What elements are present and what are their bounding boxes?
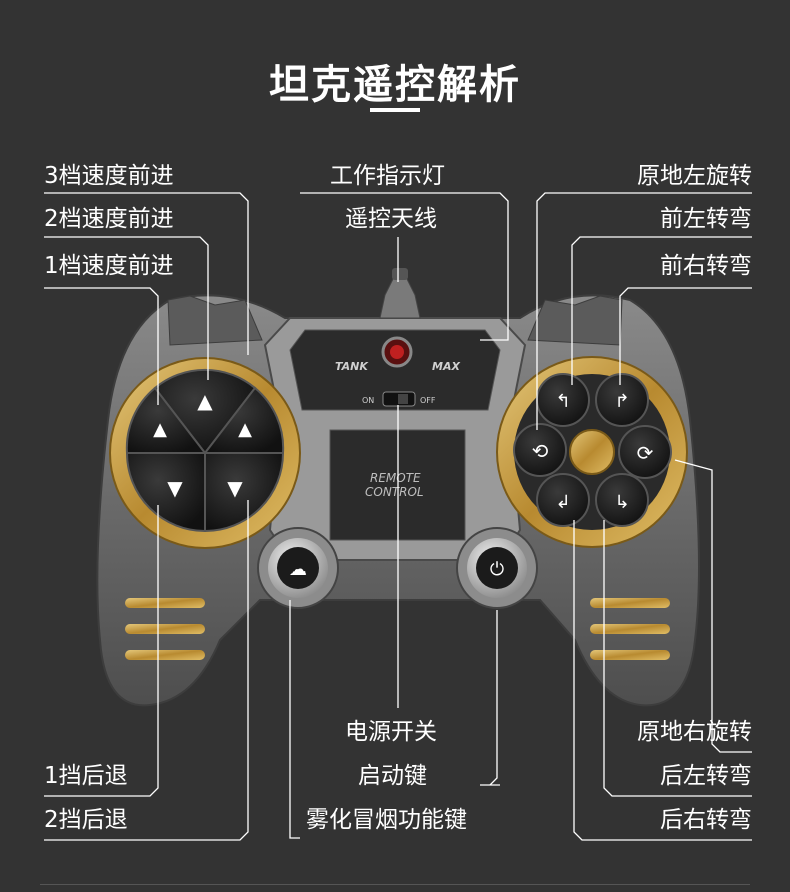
brand-right: MAX (432, 360, 460, 373)
reverse2-button (204, 452, 285, 533)
turn-right-arrow-icon: ↱ (614, 391, 629, 412)
back-left-button (536, 473, 590, 527)
smoke-icon: ☁ (289, 559, 307, 580)
bottom-divider (40, 884, 750, 885)
back-left-arrow-icon: ↲ (555, 492, 570, 513)
page-title: 坦克遥控解析 (269, 62, 521, 108)
label-speed3-forward: 3档速度前进 (44, 163, 174, 189)
right-dpad: ↰ ↱ ⟲ ⟳ ↲ ↳ (496, 356, 688, 548)
label-forward-right: 前右转弯 (660, 253, 752, 279)
label-reverse1: 1挡后退 (44, 763, 128, 789)
label-antenna: 遥控天线 (345, 206, 437, 232)
up-arrow-icon: ▲ (197, 389, 213, 413)
label-spin-right: 原地右旋转 (637, 719, 752, 745)
down-arrow-icon: ▼ (167, 476, 183, 500)
switch-on-label: ON (362, 396, 374, 405)
smoke-button: ☁ (257, 527, 339, 609)
rotate-right-icon: ⟳ (637, 441, 654, 465)
callout-lines (44, 192, 752, 841)
label-forward-left: 前左转弯 (660, 206, 752, 232)
back-right-button (595, 473, 649, 527)
speed2-button (153, 368, 257, 455)
label-back-left: 后左转弯 (660, 763, 752, 789)
switch-off-label: OFF (420, 396, 436, 405)
back-right-arrow-icon: ↳ (614, 492, 629, 513)
speed1-button (202, 386, 285, 454)
label-power-switch: 电源开关 (345, 719, 437, 745)
rotate-left-icon: ⟲ (532, 439, 549, 463)
plate-line2: CONTROL (365, 485, 424, 499)
turn-left-arrow-icon: ↰ (555, 391, 570, 412)
power-icon: ⏻ (490, 559, 504, 580)
label-spin-left: 原地左旋转 (637, 163, 752, 189)
label-back-right: 后右转弯 (660, 807, 752, 833)
plate-line1: REMOTE (370, 471, 421, 485)
label-reverse2: 2挡后退 (44, 807, 128, 833)
center-knob (569, 429, 615, 475)
forward-right-button (595, 373, 649, 427)
spin-right-button (618, 425, 672, 479)
label-speed2-forward: 2档速度前进 (44, 206, 174, 232)
label-start-key: 启动键 (358, 763, 427, 789)
start-button: ⏻ (456, 527, 538, 609)
up-arrow-icon: ▲ (153, 419, 167, 440)
label-indicator-light: 工作指示灯 (330, 163, 445, 189)
left-grip-stripes (125, 598, 205, 660)
down-arrow-icon: ▼ (227, 476, 243, 500)
right-grip-stripes (590, 598, 670, 660)
label-smoke-key: 雾化冒烟功能键 (306, 807, 467, 833)
label-speed1-forward: 1档速度前进 (44, 253, 174, 279)
spin-left-button (513, 423, 567, 477)
title-underline (370, 108, 420, 112)
speed3-button (125, 386, 208, 454)
left-dpad: ▲ ▲ ▲ ▼ ▼ (109, 357, 301, 549)
up-arrow-icon: ▲ (238, 419, 252, 440)
reverse1-button (125, 452, 206, 533)
brand-left: TANK (335, 360, 369, 373)
